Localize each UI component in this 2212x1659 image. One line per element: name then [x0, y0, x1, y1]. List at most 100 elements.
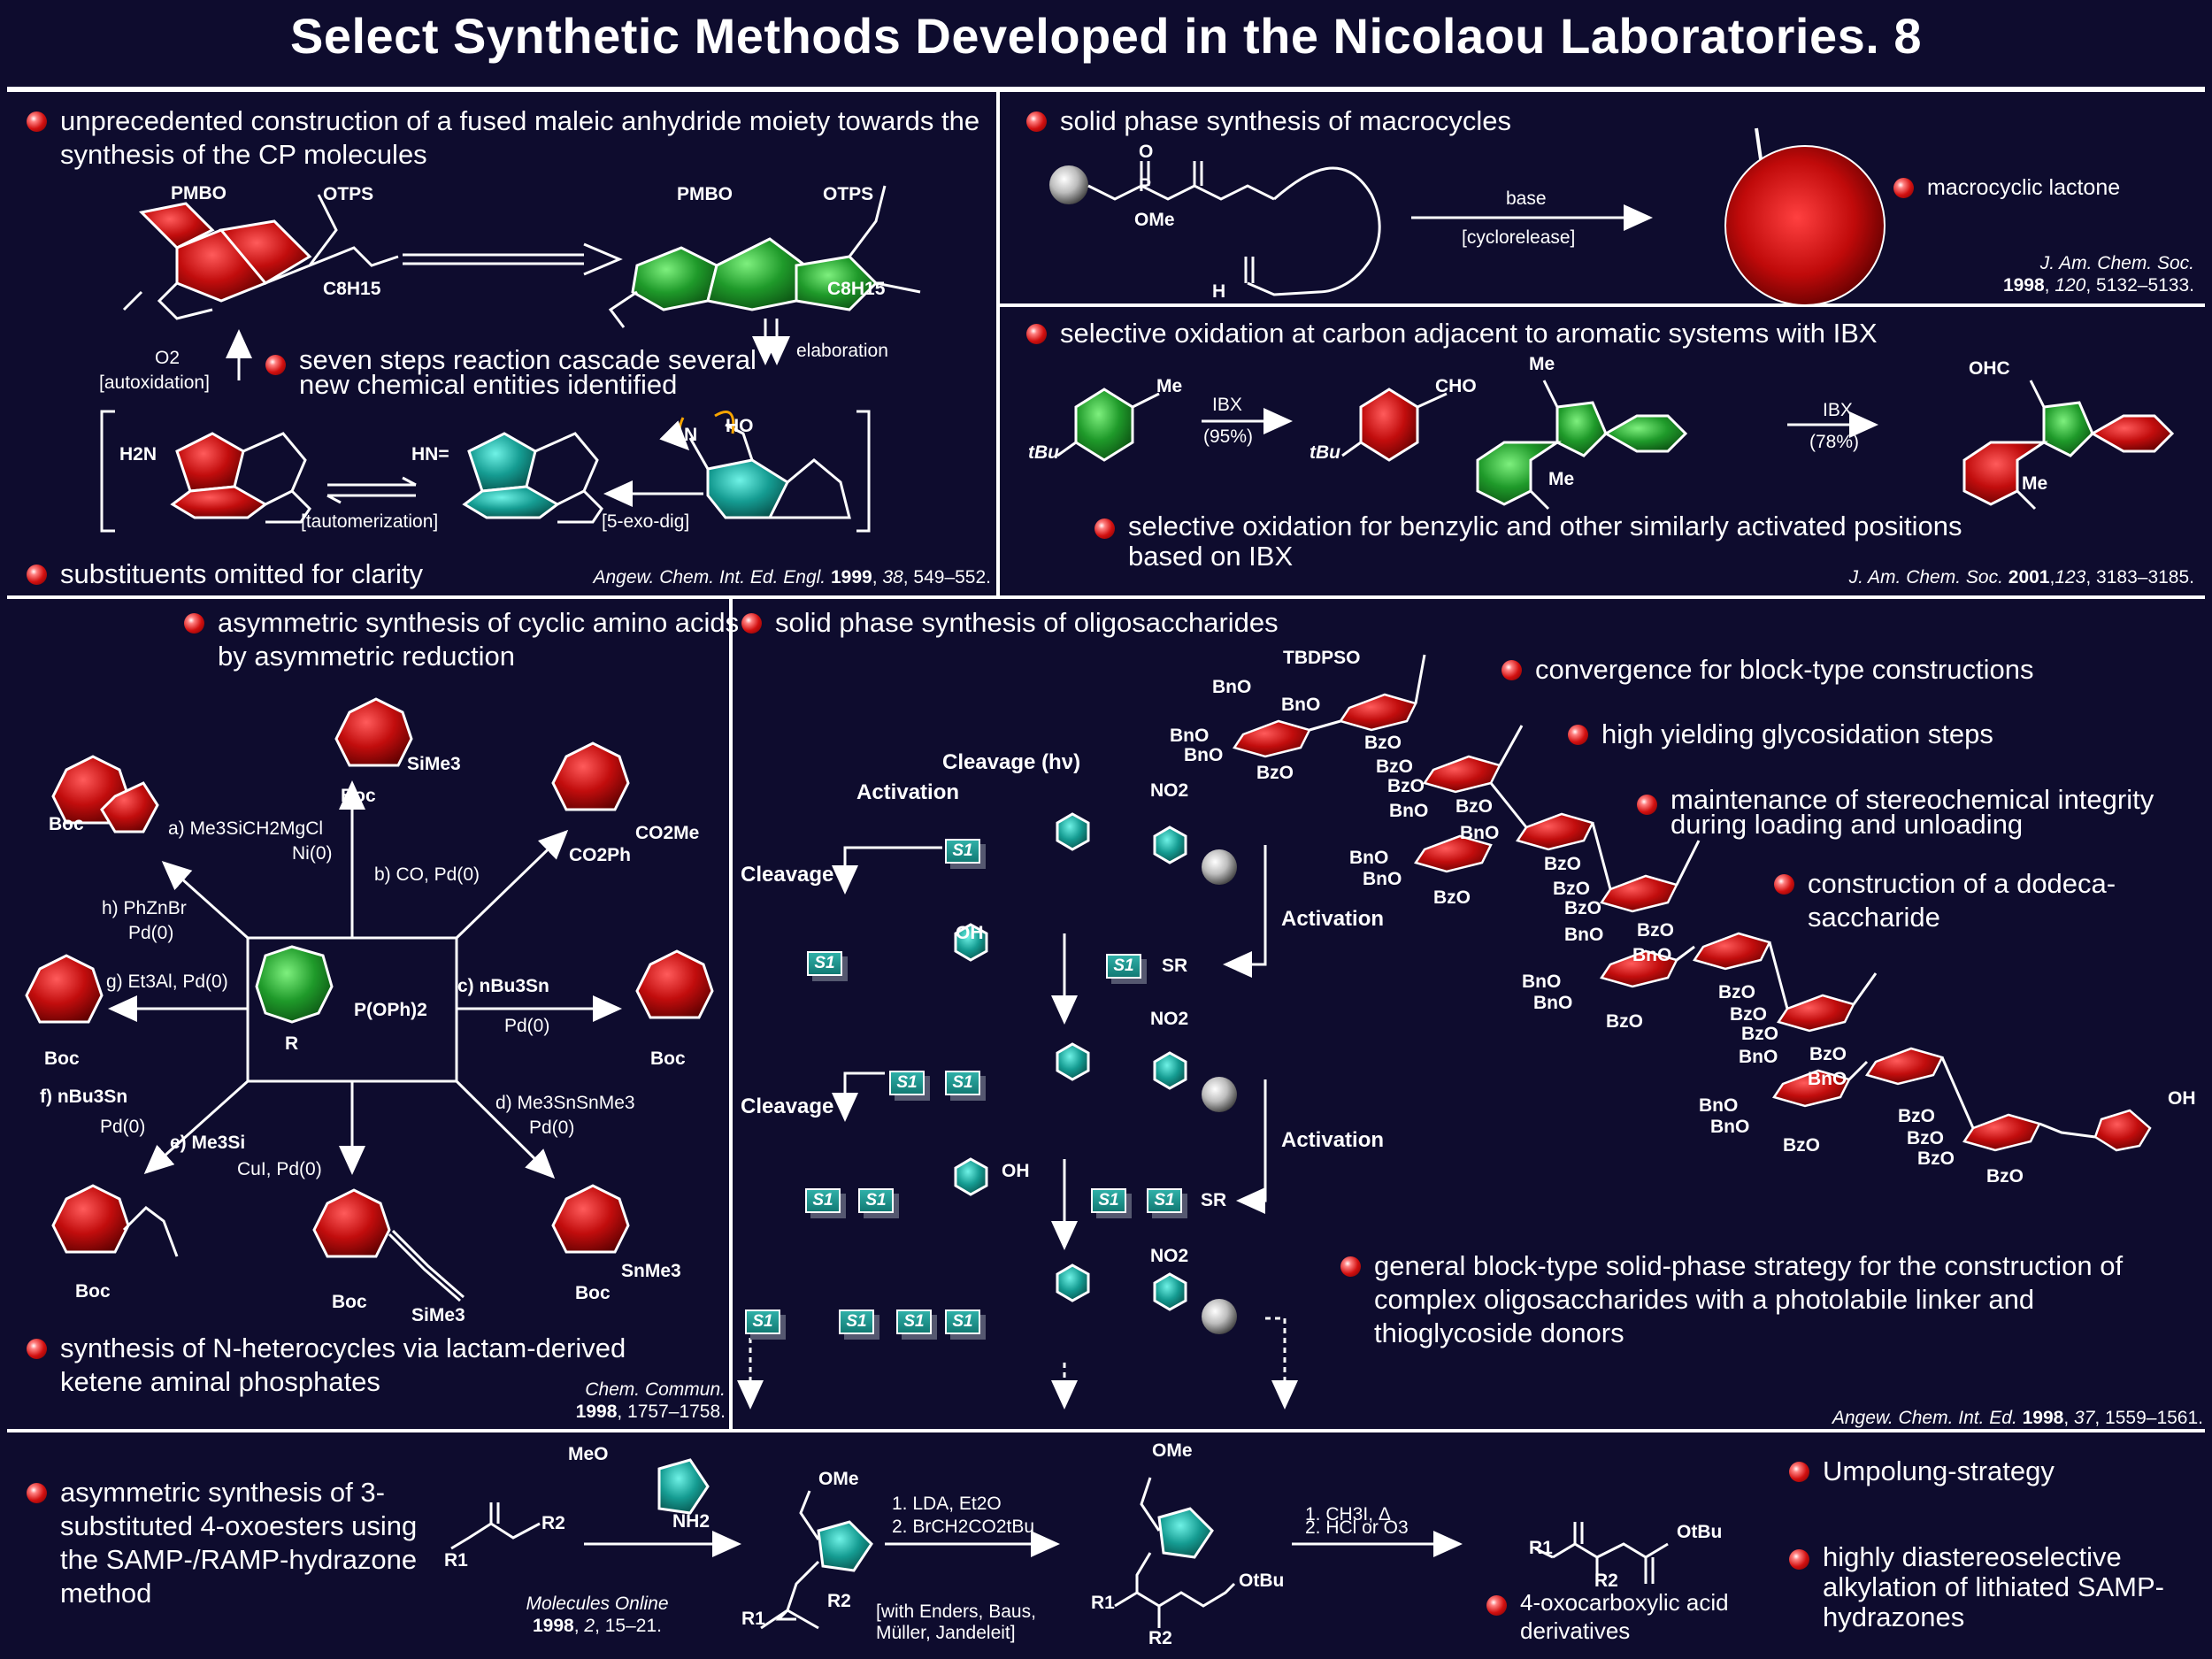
top-rule	[7, 87, 2205, 92]
panel4-bullet1: asymmetric synthesis of cyclic amino aci…	[184, 606, 757, 673]
s1-block: S1	[1147, 1188, 1182, 1213]
s1-block: S1	[807, 951, 842, 976]
panel5-reference: Angew. Chem. Int. Ed. 1998, 37, 1559–156…	[1832, 1408, 2203, 1428]
bzo-label: BzO	[1917, 1148, 1955, 1169]
bno-label: BnO	[1184, 745, 1224, 765]
panel6-reference: Molecules Online 1998, 2, 15–21.	[526, 1594, 669, 1636]
boc-label-6: Boc	[332, 1292, 367, 1312]
panel1-bullet3: substituents omitted for clarity	[27, 557, 556, 591]
reagent-d: d) Me3SnSnMe3	[495, 1093, 635, 1113]
bzo-label: BzO	[1809, 1044, 1847, 1064]
elaboration-label: elaboration	[796, 341, 888, 361]
ref-year: 1998	[2002, 275, 2045, 296]
c8h15-label-1: C8H15	[323, 279, 381, 299]
ref-pages: 3183–3185.	[2096, 567, 2194, 588]
bzo-label: BzO	[1256, 763, 1294, 783]
panel5-bullet4: maintenance of stereochemical integrity …	[1637, 786, 2212, 838]
tbu-label-2: tBu	[1310, 442, 1340, 463]
o2-label: O2	[155, 348, 180, 368]
r2-label-3: R2	[1148, 1628, 1172, 1648]
divider-left-bottom	[729, 599, 733, 1431]
bno-label: BnO	[1533, 993, 1573, 1013]
reagent-d2: Pd(0)	[529, 1118, 575, 1138]
ref-year: 1998	[575, 1402, 618, 1422]
ref-vol: 37	[2074, 1408, 2095, 1428]
pmbo-label-1: PMBO	[171, 183, 227, 204]
reagent-e2: CuI, Pd(0)	[237, 1159, 322, 1179]
bzo-label: BzO	[1606, 1011, 1643, 1032]
s1-block: S1	[805, 1188, 841, 1213]
reagent-f2: Pd(0)	[100, 1117, 146, 1137]
divider-right-mid	[1000, 303, 2205, 307]
ref-pages: 1757–1758.	[627, 1402, 726, 1422]
bzo-label: BzO	[1364, 733, 1402, 753]
ref-vol: 2	[584, 1616, 595, 1636]
s1-block: S1	[839, 1310, 874, 1334]
s1-block: S1	[889, 1071, 925, 1095]
ref-pages: 15–21.	[604, 1616, 662, 1636]
activation-label-top: Activation	[856, 780, 960, 804]
bzo-label: BzO	[1783, 1135, 1820, 1156]
ref-journal: J. Am. Chem. Soc.	[2039, 253, 2194, 273]
otbu-label-2: OtBu	[1677, 1522, 1723, 1542]
hn-label: HN=	[411, 444, 449, 465]
panel6-bullet1: asymmetric synthesis of 3-substituted 4-…	[27, 1476, 449, 1610]
panel6-bullet3: Umpolung-strategy	[1789, 1455, 2212, 1488]
cleavage-label-1: Cleavage	[741, 863, 834, 887]
bzo-label: BzO	[1718, 982, 1755, 1002]
ibx-label-1: IBX	[1212, 395, 1242, 415]
yield-label-1: (95%)	[1203, 426, 1254, 447]
r1-label-1: R1	[444, 1550, 468, 1571]
bno-label: BnO	[1632, 945, 1672, 965]
ibx-label-2: IBX	[1823, 400, 1853, 420]
panel1-reference: Angew. Chem. Int. Ed. Engl. 1999, 38, 54…	[593, 567, 991, 588]
bzo-label: BzO	[1637, 920, 1674, 941]
step2-reagent-a: 1. CH3I, Δ	[1305, 1504, 1391, 1525]
divider-left-top	[996, 92, 1000, 598]
bno-label: BnO	[1699, 1095, 1739, 1116]
no2-label-1: NO2	[1150, 780, 1189, 801]
ref-journal: Angew. Chem. Int. Ed. Engl.	[593, 567, 826, 588]
cyclorelease-label: [cyclorelease]	[1462, 227, 1576, 248]
oh-label-3: OH	[2168, 1088, 2196, 1109]
ref-journal: Angew. Chem. Int. Ed.	[1832, 1408, 2017, 1428]
panel2-bullet2: macrocyclic lactone	[1893, 171, 2212, 204]
panel4-reference: Chem. Commun. 1998, 1757–1758.	[575, 1379, 726, 1422]
boc-label-3: Boc	[44, 1048, 80, 1069]
bno-label: BnO	[1460, 823, 1500, 843]
cascade-intermediate-teal	[462, 432, 603, 524]
reagent-c: c) nBu3Sn	[457, 976, 549, 996]
nh2-label: NH2	[672, 1511, 710, 1532]
ome-label-1: OMe	[818, 1469, 859, 1489]
panel2-bullet1: solid phase synthesis of macrocycles	[1026, 104, 1679, 138]
reagent-h2: Pd(0)	[128, 923, 174, 943]
ome-label-2: OMe	[1152, 1440, 1193, 1461]
ohc-label: OHC	[1969, 358, 2010, 379]
cleavage-label-2: Cleavage	[741, 1094, 834, 1118]
bno-label: BnO	[1363, 869, 1402, 889]
h2n-label: H2N	[119, 444, 157, 465]
boc-label-7: Boc	[575, 1283, 611, 1303]
bzo-label: BzO	[1564, 898, 1601, 918]
n-label: N	[684, 425, 698, 445]
bno-label: BnO	[1389, 801, 1429, 821]
r1-label-4: R1	[1529, 1538, 1553, 1558]
exo-dig-label: [5-exo-dig]	[602, 511, 690, 532]
panel1-bullet2: seven steps reaction cascade several new…	[265, 346, 759, 398]
no2-label-2: NO2	[1150, 1009, 1189, 1029]
co2ph-label: CO2Ph	[569, 845, 632, 865]
tbu-label-1: tBu	[1028, 442, 1059, 463]
divider-row2	[7, 1429, 2205, 1432]
bno-label: BnO	[1349, 848, 1389, 868]
ref-pages: 5132–5133.	[2096, 275, 2194, 296]
cascade-intermediate-teal-2	[688, 423, 851, 519]
bzo-label: BzO	[1907, 1128, 1944, 1148]
bno-label: BnO	[1808, 1069, 1847, 1089]
bzo-label: BzO	[1544, 854, 1581, 874]
ref-vol: 120	[2055, 275, 2086, 296]
ref-year: 2001	[2008, 567, 2050, 588]
bno-label: BnO	[1739, 1047, 1778, 1067]
bno-label: BnO	[1281, 695, 1321, 715]
ref-journal: J. Am. Chem. Soc.	[1848, 567, 2003, 588]
